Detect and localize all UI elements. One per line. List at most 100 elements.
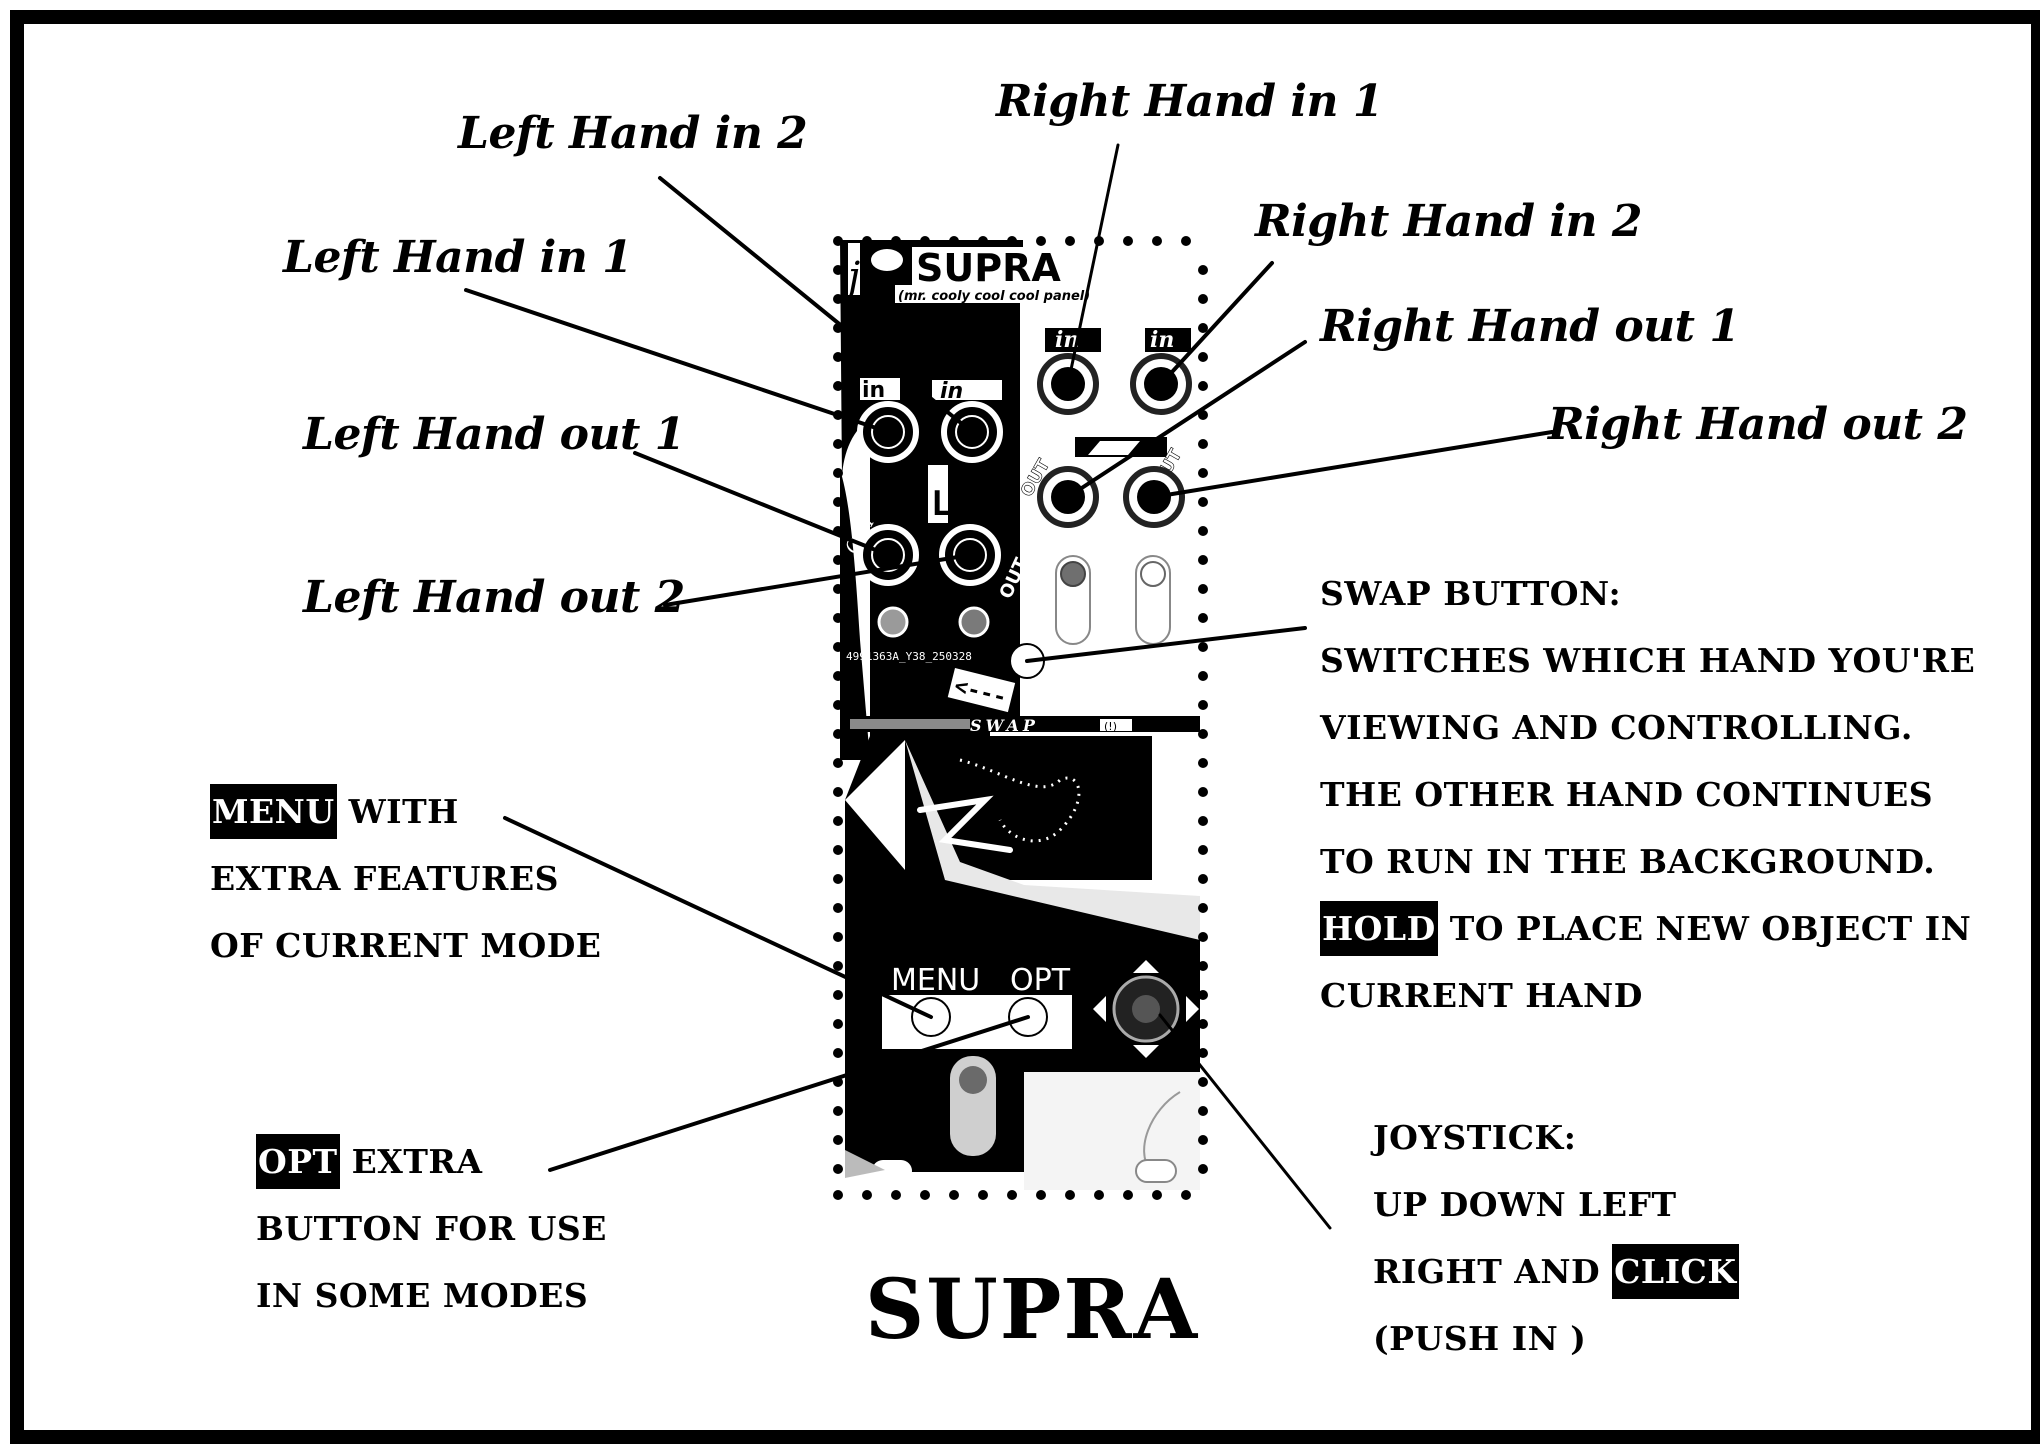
label-right-in-1: Right Hand in 1 — [996, 76, 1383, 127]
border-dot — [949, 1190, 959, 1200]
border-dot — [1094, 1190, 1104, 1200]
border-dot — [1152, 1190, 1162, 1200]
border-dot — [833, 439, 843, 449]
label-left-in-1: Left Hand in 1 — [283, 232, 633, 283]
border-dot — [1123, 236, 1133, 246]
border-dot — [833, 1019, 843, 1029]
left-in-tag-2: in — [940, 379, 963, 404]
border-dot — [833, 1164, 843, 1174]
border-dot — [1198, 555, 1208, 565]
module-name: SUPRA — [916, 246, 1061, 290]
module-subtitle: (mr. cooly cool cool panel) — [898, 289, 1090, 304]
border-dot — [1036, 1190, 1046, 1200]
border-dot — [1198, 932, 1208, 942]
swap-symbol: (!) — [1104, 720, 1117, 733]
border-dot — [920, 236, 930, 246]
menu-note: MENU WITH EXTRA FEATURES OF CURRENT MODE — [210, 778, 601, 979]
border-dot — [1198, 265, 1208, 275]
callout-right-out-2 — [1152, 430, 1554, 499]
joystick-line2-prefix: RIGHT AND — [1373, 1252, 1613, 1291]
swap-note-heading: SWAP BUTTON: — [1320, 574, 1622, 613]
swap-note-line-3: THE OTHER HAND CONTINUES — [1320, 775, 1934, 814]
joystick[interactable] — [1093, 960, 1199, 1058]
border-dot — [1198, 439, 1208, 449]
border-dot — [833, 816, 843, 826]
label-right-in-2: Right Hand in 2 — [1255, 196, 1642, 247]
border-dot — [1007, 1190, 1017, 1200]
border-dot — [833, 584, 843, 594]
callout-left-out-2 — [663, 553, 972, 607]
border-dot — [1198, 700, 1208, 710]
border-dot — [1036, 236, 1046, 246]
border-dot — [1198, 497, 1208, 507]
border-dot — [1198, 671, 1208, 681]
label-left-out-1: Left Hand out 1 — [303, 409, 685, 460]
border-dot — [1152, 236, 1162, 246]
border-dot — [833, 1135, 843, 1145]
border-dot — [978, 236, 988, 246]
border-dot — [1198, 323, 1208, 333]
label-left-out-2: Left Hand out 2 — [303, 572, 685, 623]
border-dot — [833, 381, 843, 391]
border-dot — [1198, 352, 1208, 362]
callout-lines — [464, 143, 1554, 1230]
swap-note-line-6: CURRENT HAND — [1320, 976, 1643, 1015]
border-dot — [833, 787, 843, 797]
led-left-2 — [958, 606, 990, 638]
callout-opt — [548, 1015, 1030, 1172]
border-dot — [891, 236, 901, 246]
border-dot — [1198, 1135, 1208, 1145]
border-dot — [833, 352, 843, 362]
swap-note-line-2: VIEWING AND CONTROLLING. — [1320, 708, 1913, 747]
hold-rest: TO PLACE NEW OBJECT IN — [1437, 909, 1972, 948]
joystick-note-line-1: UP DOWN LEFT — [1373, 1185, 1677, 1224]
joystick-note-heading: JOYSTICK: — [1373, 1118, 1577, 1157]
swap-note-line-4: TO RUN IN THE BACKGROUND. — [1320, 842, 1936, 881]
border-dot — [833, 613, 843, 623]
border-dot — [833, 700, 843, 710]
border-dot — [1198, 526, 1208, 536]
swap-note-line-1: SWITCHES WHICH HAND YOU'RE — [1320, 641, 1976, 680]
border-dot — [1198, 729, 1208, 739]
menu-note-line-2: EXTRA FEATURES — [210, 859, 559, 898]
swap-area: <--- SWAP (!) — [947, 643, 1132, 735]
border-dot — [1198, 816, 1208, 826]
border-dot — [833, 642, 843, 652]
label-left-in-2: Left Hand in 2 — [458, 108, 808, 159]
border-dot — [1065, 1190, 1075, 1200]
border-dot — [833, 903, 843, 913]
module-panel — [838, 240, 1200, 1196]
border-dot — [1198, 874, 1208, 884]
left-in-tag-1: in — [862, 378, 885, 403]
border-dot — [1198, 1077, 1208, 1087]
hold-highlight: HOLD — [1320, 901, 1438, 956]
opt-rest: EXTRA — [339, 1142, 483, 1181]
menu-label: MENU — [891, 963, 980, 998]
label-right-out-2: Right Hand out 2 — [1548, 399, 1968, 450]
leds — [877, 555, 1171, 645]
border-dot — [1198, 1019, 1208, 1029]
label-right-out-1: Right Hand out 1 — [1320, 301, 1740, 352]
opt-note-line-1: OPT EXTRA — [256, 1128, 607, 1195]
led-left-1 — [877, 606, 909, 638]
border-dot — [833, 671, 843, 681]
joystick-right-icon — [1186, 996, 1199, 1022]
border-dot — [1198, 294, 1208, 304]
border-dot — [833, 729, 843, 739]
menu-highlight: MENU — [210, 784, 337, 839]
swap-note: SWAP BUTTON: SWITCHES WHICH HAND YOU'RE … — [1320, 560, 1975, 1029]
border-dot — [833, 990, 843, 1000]
border-dot — [1181, 236, 1191, 246]
opt-note: OPT EXTRA BUTTON FOR USE IN SOME MODES — [256, 1128, 607, 1329]
click-highlight: CLICK — [1612, 1244, 1739, 1299]
border-dot — [1007, 236, 1017, 246]
border-dot — [833, 236, 843, 246]
mount-hole-top — [871, 249, 903, 271]
callout-swap — [1025, 626, 1307, 663]
callout-right-in-1 — [1066, 143, 1120, 386]
menu-note-line-1: MENU WITH — [210, 778, 601, 845]
border-dot — [833, 1048, 843, 1058]
border-dot — [833, 1106, 843, 1116]
border-dot — [1198, 845, 1208, 855]
